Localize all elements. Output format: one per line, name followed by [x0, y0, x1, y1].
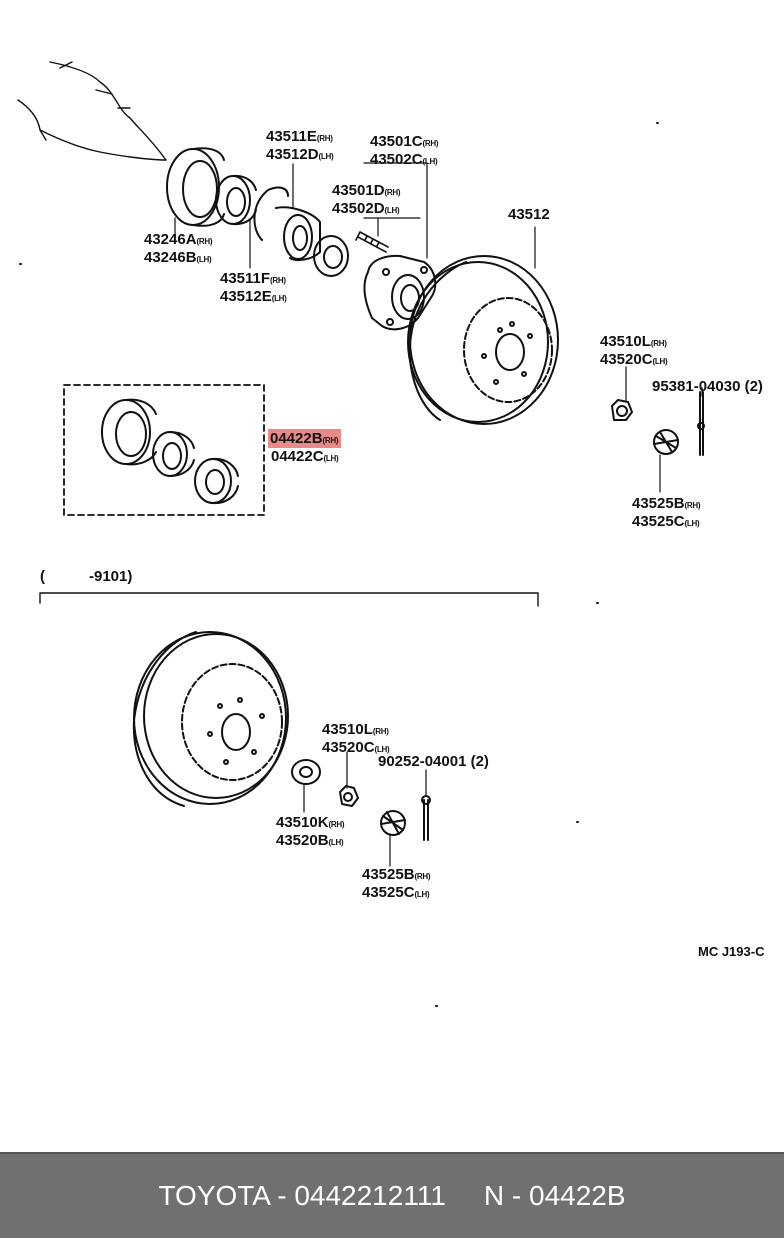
footer-bar: TOYOTA - 0442212111 N - 04422B: [0, 1152, 784, 1238]
range-bracket: [39, 592, 539, 607]
leader-lines-lower: [303, 751, 427, 867]
exploded-parts-diagram: [17, 61, 705, 1007]
label-cotter-pin-upper: 95381-04030 (2): [652, 378, 763, 395]
lock-cap-lower: [380, 810, 406, 836]
label-cotter-pin-lower: 90252-04001 (2): [378, 753, 489, 770]
kit-highlight: 04422B(RH): [268, 429, 342, 448]
cotter-pin-lower: [421, 795, 431, 841]
cotter-pin-upper: [697, 391, 705, 456]
label-hub-bolt: 43501D(RH) 43502D(LH): [332, 182, 401, 217]
label-oil-seal: 43246A(RH) 43246B(LH): [144, 231, 213, 266]
hub-nut-upper: [611, 399, 633, 421]
kit-bearing-outer: [152, 431, 195, 477]
label-lock-cap-upper: 43525B(RH) 43525C(LH): [632, 495, 701, 530]
inner-bearing: [313, 235, 349, 277]
diagram-code: MC J193-C: [698, 944, 765, 959]
label-inner-bearing: 43511F(RH) 43512E(LH): [220, 270, 287, 305]
kit-box: [63, 384, 265, 516]
outer-bearing: [215, 174, 257, 226]
kit-seal: [101, 398, 157, 466]
label-range: (-9101): [40, 568, 133, 585]
snap-ring: [253, 186, 289, 241]
disc-rotor-lower: [132, 631, 289, 807]
label-washer: 43510K(RH) 43520B(LH): [276, 814, 345, 849]
label-hub-nut-lower: 43510L(RH) 43520C(LH): [322, 721, 390, 756]
bearing-race: [275, 206, 321, 261]
oil-seal: [166, 147, 225, 227]
label-outer-bearing: 43511E(RH) 43512D(LH): [266, 128, 334, 163]
label-lock-cap-lower: 43525B(RH) 43525C(LH): [362, 866, 431, 901]
leader-lines-upper: [174, 162, 703, 493]
label-axle-hub: 43501C(RH) 43502C(LH): [370, 133, 439, 168]
lock-cap-upper: [653, 429, 679, 455]
kit-bearing-inner: [194, 457, 239, 505]
disc-rotor-upper: [407, 255, 559, 425]
hub-bolt: [355, 231, 389, 253]
footer-ref: N - 04422B: [483, 1180, 626, 1211]
axle-hub: [363, 254, 437, 331]
hand-sketch: [17, 61, 167, 161]
label-kit[interactable]: 04422B(RH) 04422C(LH): [268, 429, 342, 467]
scan-specks: [19, 122, 659, 1007]
label-disc: 43512: [508, 206, 550, 223]
washer-lower: [291, 759, 321, 785]
footer-brand-part: TOYOTA - 0442212111: [158, 1180, 446, 1211]
hub-nut-lower: [339, 785, 359, 807]
label-hub-nut-upper: 43510L(RH) 43520C(LH): [600, 333, 668, 368]
